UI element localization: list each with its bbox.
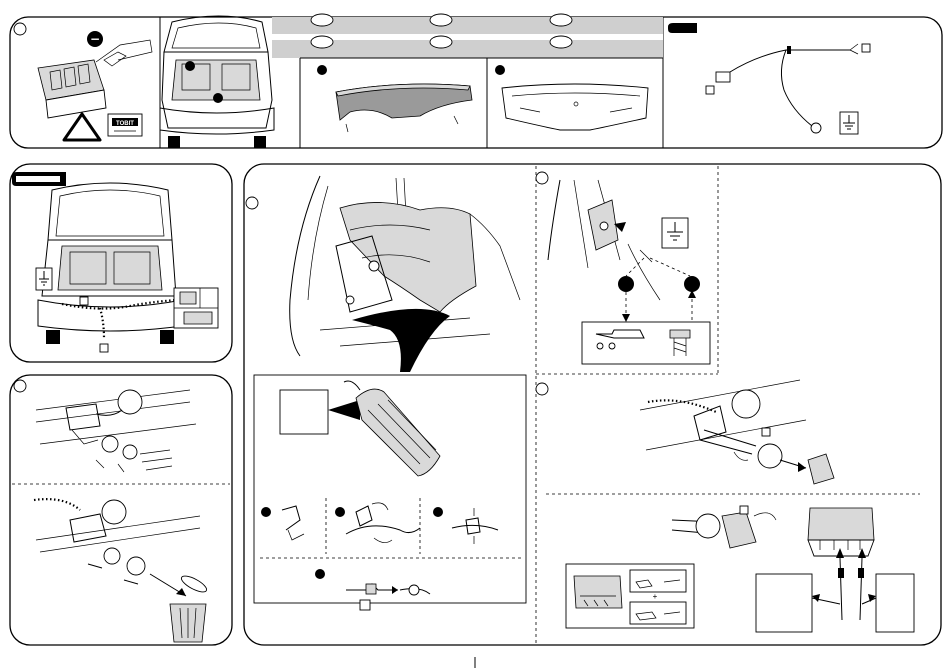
header-oval-4: [311, 36, 333, 48]
header-oval-2: [430, 14, 452, 26]
hitch-mount-panel: [10, 375, 232, 645]
step-circle-hitch: [14, 380, 26, 392]
connector-detail-inset: [174, 288, 218, 328]
label-box-wire-end: [862, 44, 870, 52]
label-box-plug: [740, 506, 748, 514]
label-box-connector: [706, 86, 714, 94]
label-box-left: [80, 297, 88, 305]
ring-terminal: [811, 123, 821, 133]
assembly-label-box: [280, 390, 328, 434]
step-circle-ground: [536, 172, 548, 184]
warning-label: TOBIT: [116, 121, 134, 127]
vehicle-overview-panel: [10, 164, 232, 362]
step-marker-d: [495, 65, 505, 75]
socket-module: [808, 508, 874, 540]
step-circle-top: [14, 23, 26, 35]
header-oval-1: [311, 14, 333, 26]
step-circle-socket: [536, 383, 548, 395]
tab-kit: [668, 23, 697, 33]
step-marker-i: [618, 276, 634, 292]
label-box-bottom: [100, 344, 108, 352]
step-marker-c: [317, 65, 327, 75]
connector-assembly-box: [254, 375, 526, 610]
top-panel: − TOBIT: [10, 14, 942, 148]
plus-sign: +: [653, 592, 658, 601]
harness-connector: [716, 72, 730, 82]
step-marker-a: [185, 61, 195, 71]
ground-symbol-icon: [662, 218, 688, 248]
label-box-socket: [762, 428, 770, 436]
step-marker-j: [684, 276, 700, 292]
step-marker-g: [433, 507, 443, 517]
ground-symbol-icon: [840, 112, 858, 134]
label-box-crimp: [360, 600, 370, 610]
wire-label-box-right: [876, 574, 914, 632]
step-marker-e: [261, 507, 271, 517]
step-marker-b: [213, 93, 223, 103]
header-oval-3: [550, 14, 572, 26]
wire-label-box-left: [756, 574, 812, 632]
step-marker-f: [335, 507, 345, 517]
minus-symbol: −: [90, 32, 100, 46]
ground-symbol-icon: [36, 268, 52, 290]
tow-ball-right: [732, 390, 760, 418]
tobit-box: TOBIT: [108, 114, 142, 136]
main-wiring-panel: +: [244, 164, 941, 645]
step-circle-main: [246, 197, 258, 209]
header-oval-5: [430, 36, 452, 48]
step-marker-h: [315, 569, 325, 579]
header-oval-6: [550, 36, 572, 48]
